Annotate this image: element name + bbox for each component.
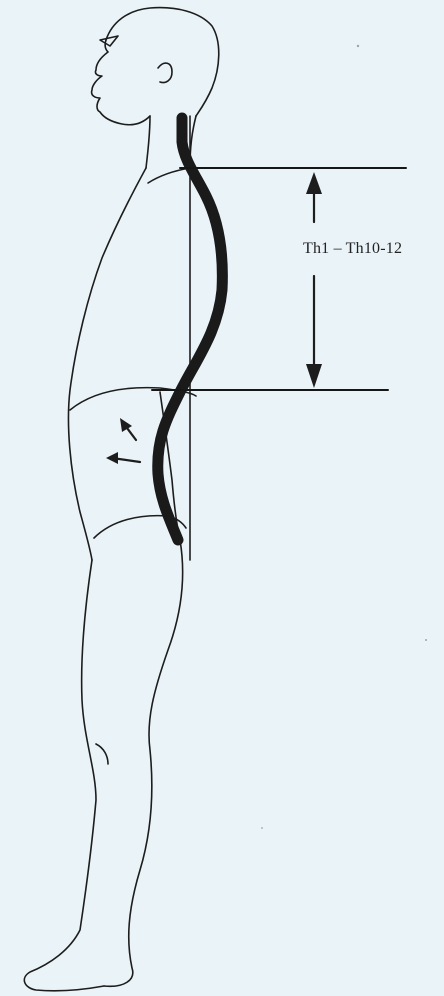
face-profile: [92, 40, 150, 125]
chest-curve: [148, 168, 190, 183]
head-outline: [106, 8, 219, 116]
scan-speck: [425, 639, 427, 641]
arrow-down-head-icon: [306, 364, 322, 388]
leg-back: [104, 540, 183, 986]
leg-front: [24, 560, 104, 991]
ear-outline: [158, 63, 172, 82]
neck-front: [146, 116, 150, 168]
scan-speck: [261, 827, 263, 829]
pelvis-arrow-upper-head-icon: [120, 418, 132, 432]
arrow-up-head-icon: [306, 172, 322, 194]
torso-front: [68, 168, 146, 560]
pelvis-arrow-lower-head-icon: [106, 452, 118, 464]
scan-speck: [357, 45, 359, 47]
eye-icon: [100, 36, 118, 46]
knee-hint: [96, 744, 108, 764]
spine-range-label: Th1 – Th10-12: [303, 240, 402, 258]
